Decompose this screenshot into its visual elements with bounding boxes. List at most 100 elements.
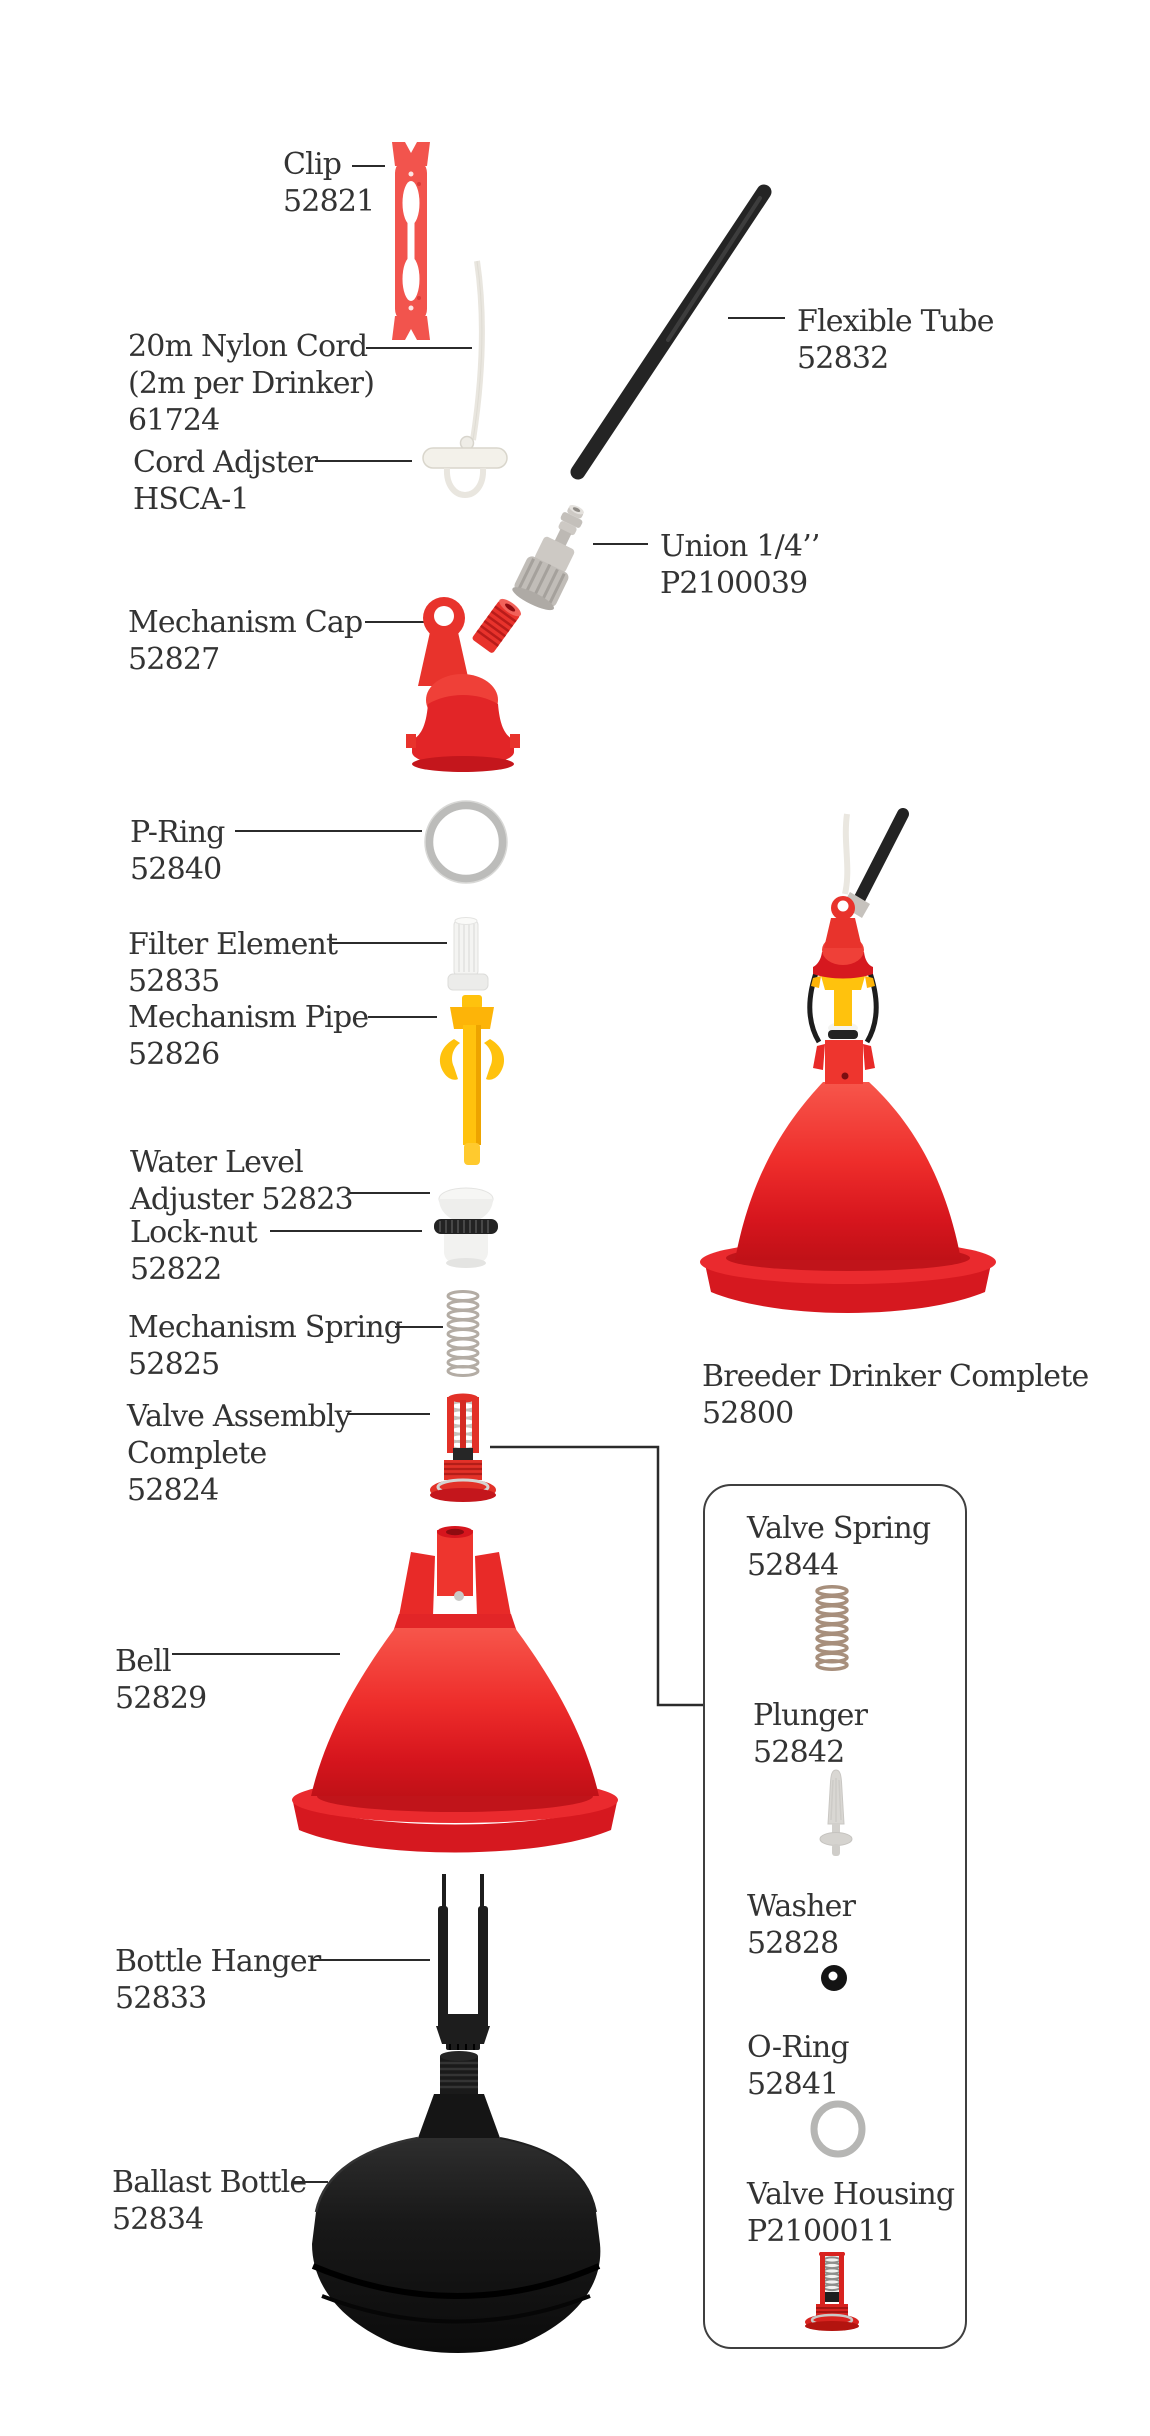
leader-line-water-level-adjuster [350,1192,430,1194]
label-flexible-tube: Flexible Tube 52832 [797,303,994,377]
part-name: Bottle Hanger [115,1944,321,1979]
nylon-cord-and-adjuster-illustration [415,255,515,517]
o-ring-illustration [808,2100,868,2158]
label-mechanism-pipe: Mechanism Pipe 52826 [128,999,369,1073]
leader-line-bottle-hanger [312,1959,430,1961]
label-plunger: Plunger 52842 [753,1697,868,1771]
leader-line-ballast-bottle [292,2181,328,2183]
part-code: 61724 [128,403,220,438]
label-valve-housing: Valve Housing P2100011 [747,2176,955,2250]
bottle-hanger-illustration [430,1872,496,2050]
valve-spring-illustration [810,1584,854,1672]
part-name: Union 1/4’’ [660,529,820,564]
label-bell: Bell 52829 [115,1643,207,1717]
part-code: 52826 [128,1037,220,1072]
part-name: Water Level Adjuster 52823 [130,1145,354,1217]
part-name: Bell [115,1644,172,1679]
mechanism-cap-illustration [398,588,530,772]
valve-housing-illustration [802,2252,860,2332]
part-code: 52834 [112,2202,204,2237]
label-clip: Clip 52821 [283,146,375,220]
mechanism-pipe-illustration [428,995,516,1167]
part-code: 52835 [128,964,220,999]
plunger-illustration [812,1766,860,1864]
part-name: Clip [283,147,342,182]
leader-line-nylon-cord [366,347,472,349]
flexible-tube-illustration [558,182,783,482]
label-breeder-drinker-complete: Breeder Drinker Complete 52800 [702,1358,1089,1432]
leader-line-p-ring [235,830,422,832]
label-o-ring: O-Ring 52841 [747,2029,850,2103]
part-name: Flexible Tube [797,304,994,339]
bell-illustration [287,1496,623,1862]
part-code: 52800 [702,1396,794,1431]
washer-illustration [819,1963,849,1993]
p-ring-illustration [422,796,510,888]
ballast-bottle-illustration [298,2048,612,2366]
part-name: P-Ring [130,815,225,850]
part-name: Mechanism Pipe [128,1000,369,1035]
label-mechanism-cap: Mechanism Cap 52827 [128,604,363,678]
leader-line-mechanism-spring [395,1326,443,1328]
label-water-level-adjuster: Water Level Adjuster 52823 [130,1144,354,1218]
part-name: Cord Adjster [133,445,318,480]
label-mechanism-spring: Mechanism Spring 52825 [128,1309,403,1383]
part-name: Breeder Drinker Complete [702,1359,1089,1394]
label-valve-assembly: Valve Assembly Complete 52824 [127,1398,352,1509]
label-valve-spring: Valve Spring 52844 [747,1510,931,1584]
part-code: HSCA-1 [133,482,250,517]
part-code: 52832 [797,341,889,376]
valve-assembly-connector-line [480,1440,710,1716]
leader-line-mechanism-pipe [368,1016,437,1018]
part-code: 52829 [115,1681,207,1716]
part-code: 52828 [747,1926,839,1961]
leader-line-clip [352,165,385,167]
valve-assembly-illustration [427,1392,499,1506]
leader-line-flexible-tube [728,317,785,319]
valve-parts-detail-box [703,1484,967,2349]
label-washer: Washer 52828 [747,1888,856,1962]
part-code: 52841 [747,2067,839,2102]
label-filter-element: Filter Element 52835 [128,926,338,1000]
part-code: P2100039 [660,566,808,601]
leader-line-bell [172,1653,340,1655]
leader-line-cord-adjuster [315,460,412,462]
part-code: 52822 [130,1252,222,1287]
label-cord-adjuster: Cord Adjster HSCA-1 [133,444,318,518]
part-code: 52821 [283,184,375,219]
leader-line-filter-element [332,942,447,944]
water-level-adjuster-locknut-illustration [428,1186,504,1272]
leader-line-lock-nut [270,1230,422,1232]
filter-element-illustration [445,916,491,992]
leader-line-union [593,543,648,545]
union-fitting-illustration [505,495,600,625]
part-code: 52825 [128,1347,220,1382]
part-code: 52840 [130,852,222,887]
part-name: Filter Element [128,927,338,962]
part-name: Mechanism Cap [128,605,363,640]
clip-illustration [386,140,436,342]
part-code: P2100011 [747,2214,895,2249]
part-name: Ballast Bottle [112,2165,307,2200]
part-name: Valve Spring [747,1511,931,1546]
leader-line-valve-assembly [347,1413,430,1415]
part-name: 20m Nylon Cord (2m per Drinker) [128,329,375,401]
part-name: Valve Housing [747,2177,955,2212]
part-name: Mechanism Spring [128,1310,403,1345]
mechanism-spring-illustration [442,1288,484,1378]
label-nylon-cord: 20m Nylon Cord (2m per Drinker) 61724 [128,328,375,439]
part-name: Plunger [753,1698,868,1733]
part-code: 52833 [115,1981,207,2016]
label-lock-nut: Lock-nut 52822 [130,1214,258,1288]
leader-line-mechanism-cap [365,621,433,623]
part-name: Valve Assembly Complete [127,1399,352,1471]
part-name: Washer [747,1889,856,1924]
part-name: Lock-nut [130,1215,258,1250]
breeder-drinker-complete-illustration [695,808,1001,1356]
part-code: 52827 [128,642,220,677]
part-name: O-Ring [747,2030,850,2065]
part-code: 52824 [127,1473,219,1508]
label-union: Union 1/4’’ P2100039 [660,528,820,602]
part-code: 52844 [747,1548,839,1583]
